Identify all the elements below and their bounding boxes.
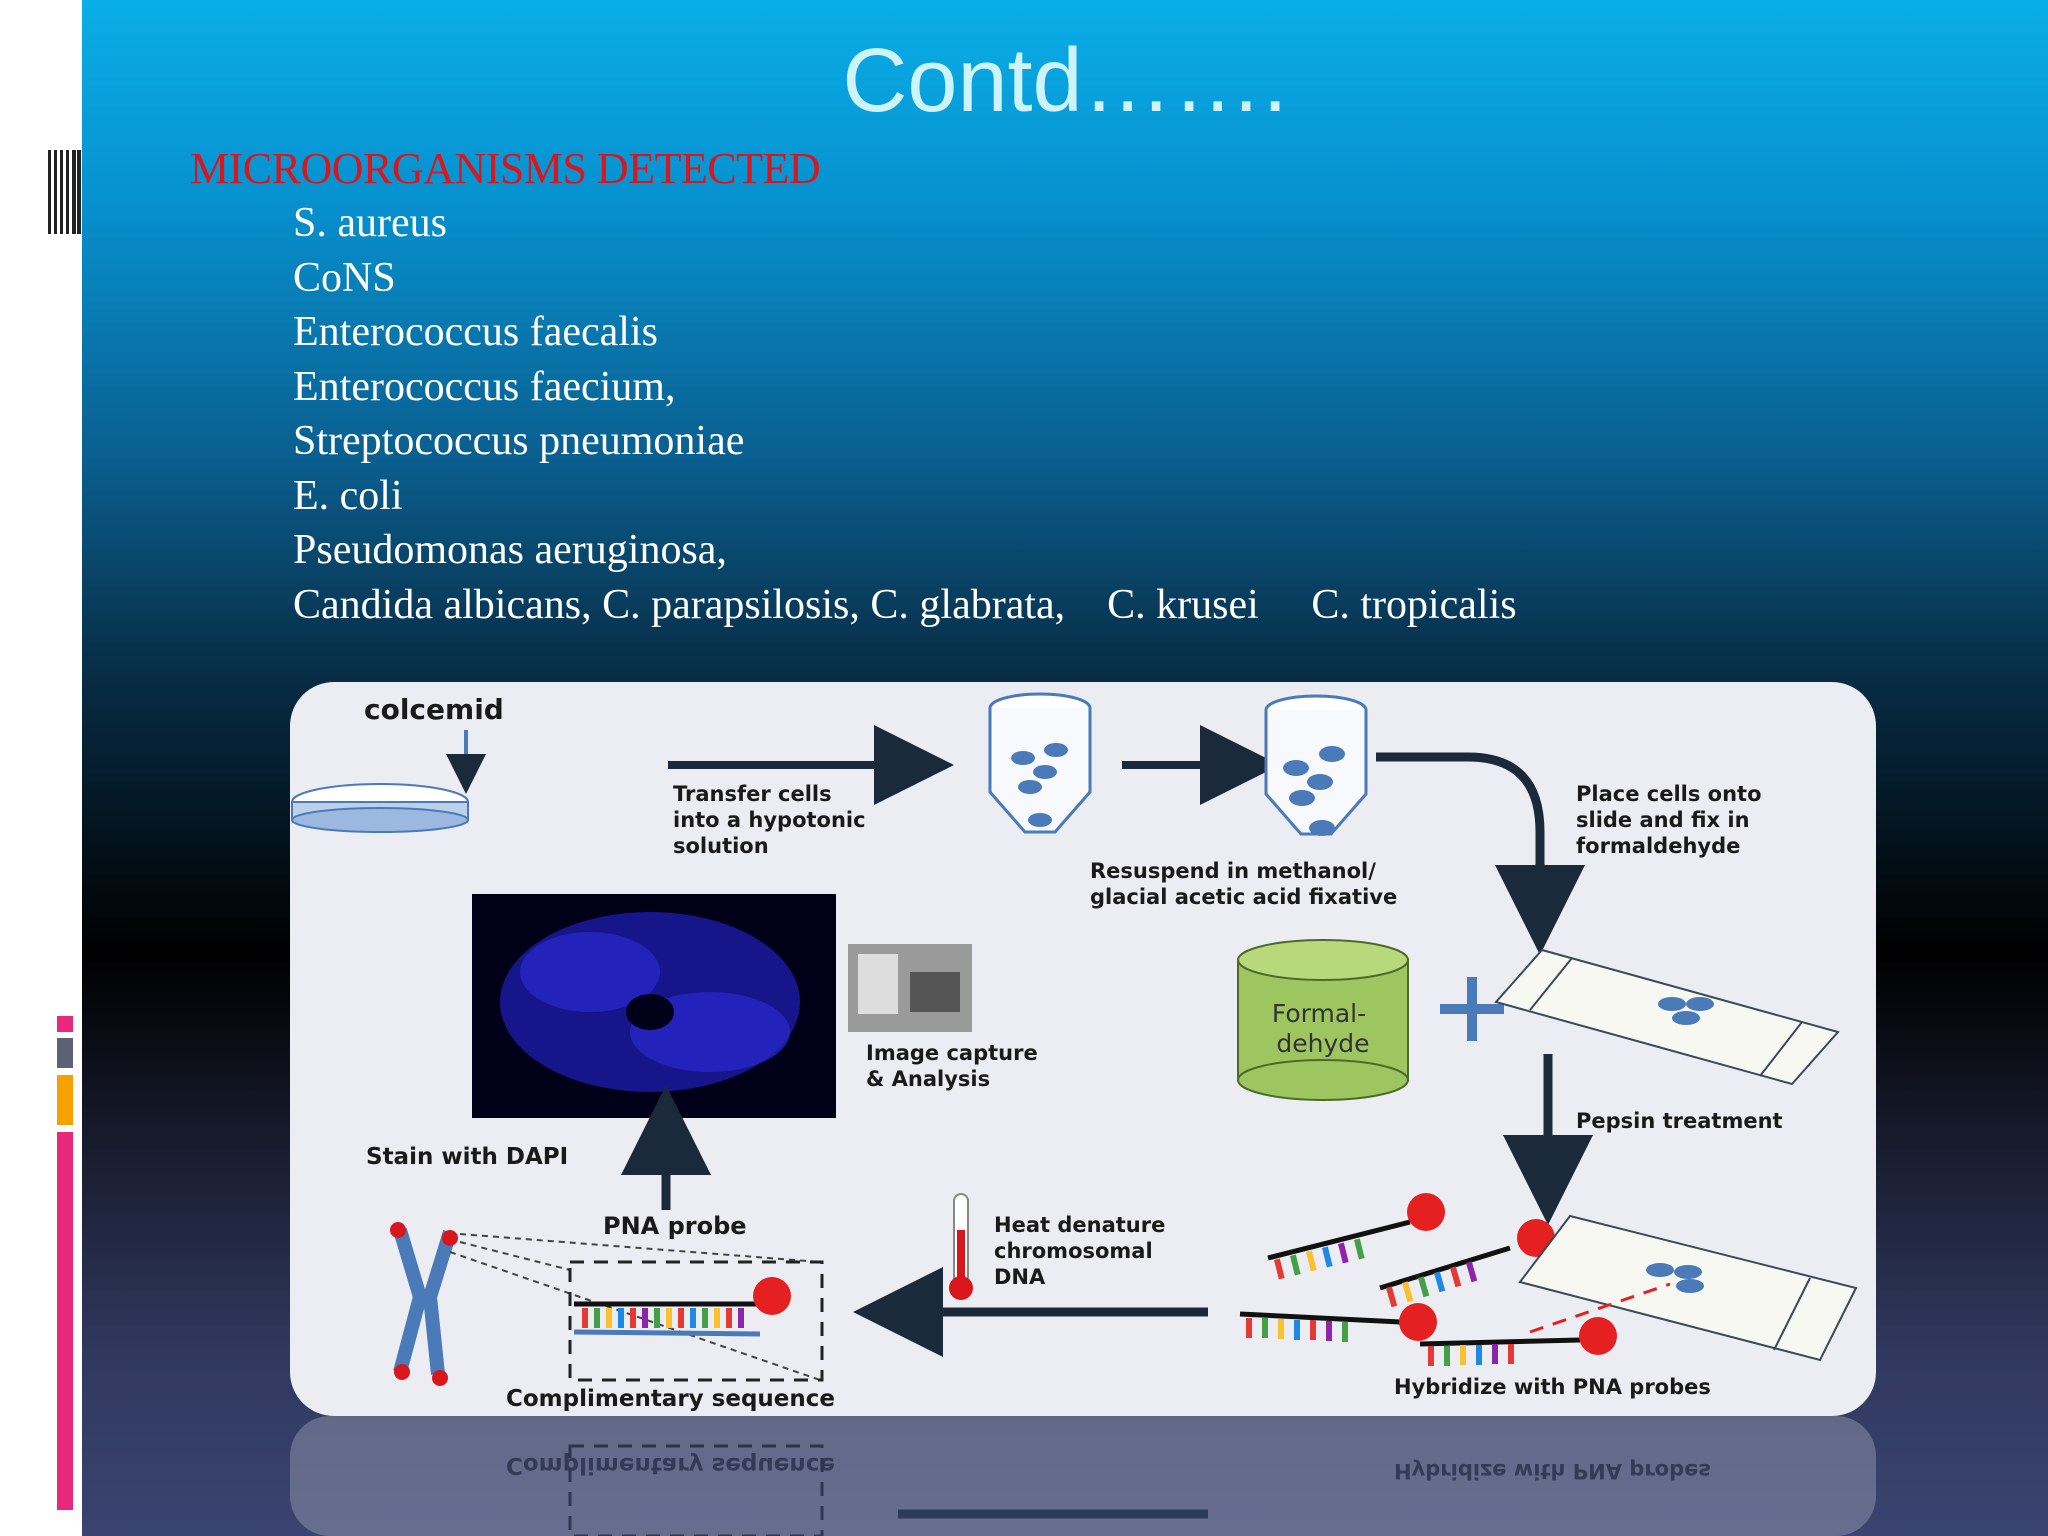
list-item: E. coli bbox=[293, 472, 403, 519]
list-item: CoNS bbox=[293, 254, 396, 301]
reflection-hybridize: Hybridize with PNA probes bbox=[1394, 1459, 1711, 1483]
formaldehyde-label: Formal- dehyde bbox=[1272, 999, 1374, 1058]
transfer-label: Transfer cells into a hypotonic solution bbox=[673, 782, 873, 858]
dna-probe-icon bbox=[573, 1277, 791, 1337]
petri-dish-icon bbox=[291, 783, 469, 833]
microscope-icon bbox=[848, 944, 972, 1032]
list-item: Pseudomonas aeruginosa, bbox=[293, 527, 727, 573]
organism-list: S. aureus CoNS Enterococcus faecalis Ent… bbox=[293, 196, 1517, 632]
dapi-fluorescence-image bbox=[472, 894, 836, 1118]
test-tube-icon bbox=[988, 692, 1092, 834]
glass-slide-icon bbox=[1518, 1214, 1858, 1362]
pna-fish-diagram: colcemid Transfer cells into a hypotonic… bbox=[290, 682, 1876, 1416]
pepsin-label: Pepsin treatment bbox=[1576, 1109, 1783, 1133]
section-heading: MICROORGANISMS DETECTED bbox=[190, 144, 821, 193]
plus-icon bbox=[1440, 977, 1504, 1041]
image-capture-label: Image capture & Analysis bbox=[866, 1041, 1045, 1091]
slide-title: Contd……. bbox=[842, 31, 1288, 131]
place-cells-label: Place cells onto slide and fix in formal… bbox=[1576, 782, 1769, 858]
pna-probes-icon bbox=[1239, 1193, 1617, 1366]
glass-slide-icon bbox=[1494, 948, 1840, 1086]
list-item: Enterococcus faecalis bbox=[293, 309, 658, 355]
stain-dapi-label: Stain with DAPI bbox=[366, 1144, 568, 1170]
figure-reflection: Complimentary sequence Hybridize with PN… bbox=[290, 1416, 1876, 1536]
probe-zoom-box bbox=[568, 1260, 824, 1382]
heat-denature-label: Heat denature chromosomal DNA bbox=[994, 1213, 1173, 1289]
resuspend-label: Resuspend in methanol/ glacial acetic ac… bbox=[1090, 859, 1397, 909]
list-item: S. aureus bbox=[293, 200, 447, 246]
chromosome-icon bbox=[390, 1222, 458, 1386]
curved-arrow-icon bbox=[1376, 752, 1585, 955]
test-tube-icon bbox=[1264, 694, 1368, 836]
colcemid-label: colcemid bbox=[364, 693, 504, 726]
pna-probe-label: PNA probe bbox=[603, 1212, 747, 1240]
formaldehyde-container-icon bbox=[1237, 939, 1409, 1101]
thermometer-icon bbox=[949, 1193, 973, 1300]
list-item: Candida albicans, C. parapsilosis, C. gl… bbox=[293, 581, 1517, 628]
list-item: Streptococcus pneumoniae bbox=[293, 418, 745, 464]
reflection-complimentary: Complimentary sequence bbox=[506, 1452, 835, 1478]
list-item: Enterococcus faecium, bbox=[293, 363, 676, 410]
hybridize-label: Hybridize with PNA probes bbox=[1394, 1375, 1711, 1399]
complimentary-sequence-label: Complimentary sequence bbox=[506, 1386, 835, 1412]
